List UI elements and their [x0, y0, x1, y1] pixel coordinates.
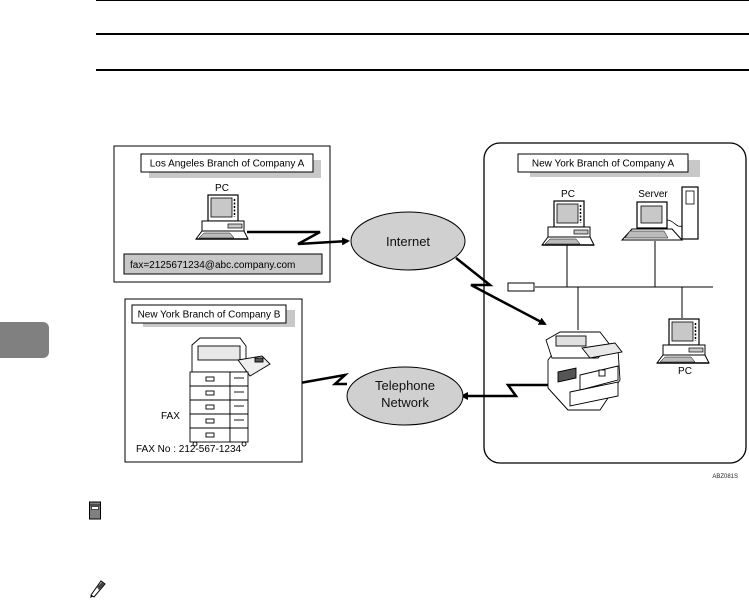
ny-a-pc2-icon — [657, 319, 709, 363]
la-branch-title: Los Angeles Branch of Company A — [150, 159, 305, 170]
ny-branch-a-group: New York Branch of Company A PC Server P… — [484, 143, 746, 463]
fax-number: FAX No : 212-567-1234 — [136, 444, 242, 455]
book-note-icon — [88, 500, 102, 520]
ny-branch-a-box — [484, 143, 746, 463]
pencil-icon — [88, 578, 106, 598]
ny-a-pc1-label: PC — [561, 189, 575, 200]
lan-network — [508, 241, 713, 330]
telephone-label-line1: Telephone — [375, 378, 435, 393]
telephone-label-line2: Network — [381, 395, 429, 410]
fax-label: FAX — [161, 411, 180, 422]
figure-code: ABZ081S — [712, 474, 738, 480]
internet-label: Internet — [386, 234, 430, 249]
ny-b-branch-title: New York Branch of Company B — [138, 310, 281, 321]
la-pc-label: PC — [215, 183, 229, 194]
hub-icon — [508, 283, 534, 291]
internet-cloud: Internet — [351, 212, 465, 270]
mfp-fax-machine-icon — [546, 332, 622, 410]
link-mfp-to-telephone — [462, 385, 548, 396]
email-address: fax=2125671234@abc.company.com — [130, 260, 295, 271]
la-branch-group: Los Angeles Branch of Company A PC fax=2… — [114, 146, 330, 282]
ny-a-branch-title: New York Branch of Company A — [532, 159, 675, 170]
ny-branch-b-group: New York Branch of Company B FAX — [125, 299, 302, 462]
telephone-network-cloud: Telephone Network — [347, 367, 463, 425]
server-label: Server — [638, 189, 668, 200]
ny-a-pc2-label: PC — [678, 366, 692, 377]
ny-a-pc1-icon — [542, 201, 594, 245]
